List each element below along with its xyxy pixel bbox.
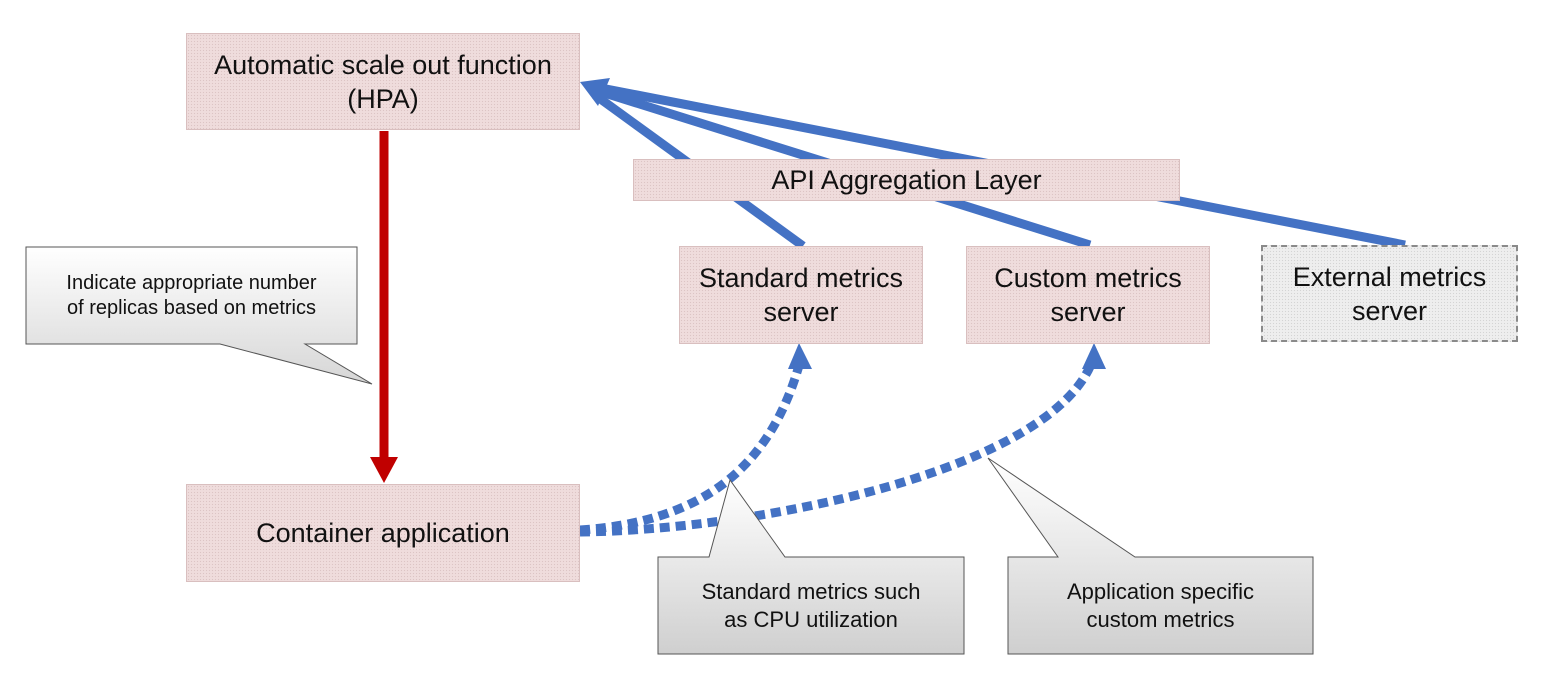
standard-dotted-arrowhead	[788, 343, 812, 369]
hpa-label-line-1: Automatic scale out function	[214, 49, 552, 80]
hpa-arrowhead	[580, 78, 610, 106]
callout-custom-text: Application specific custom metrics	[1008, 557, 1313, 654]
callout-standard-shape	[657, 478, 965, 655]
callout-replicas-line-1: Indicate appropriate number	[66, 271, 317, 294]
callout-custom-shape	[987, 457, 1314, 655]
callout-custom-line-2: custom metrics	[1086, 606, 1235, 632]
callout-custom-line-1: Application specific	[1066, 578, 1255, 604]
custom-metrics-server-box: Custom metrics server	[966, 246, 1210, 344]
external-metrics-server-box: External metrics server	[1261, 245, 1518, 342]
container-application-box: Container application	[186, 484, 580, 582]
standard-server-label-line-2: server	[763, 297, 839, 327]
custom-server-label-line-1: Custom metrics	[994, 263, 1182, 293]
callout-replicas-text: Indicate appropriate number of replicas …	[26, 247, 357, 344]
api-aggregation-layer-label: API Aggregation Layer	[771, 165, 1042, 195]
standard-metrics-server-box: Standard metrics server	[679, 246, 923, 344]
callout-standard-line-2: as CPU utilization	[724, 606, 898, 632]
hpa-box: Automatic scale out function (HPA)	[186, 33, 580, 130]
red-arrowhead	[370, 457, 398, 483]
hpa-label-line-2: (HPA)	[347, 83, 419, 114]
dotted-container-to-custom	[579, 360, 1097, 537]
custom-server-label-line-2: server	[1050, 297, 1126, 327]
blue-dotted-arrows	[579, 360, 1097, 537]
external-server-label-line-2: server	[1351, 295, 1427, 326]
external-server-label-line-1: External metrics	[1292, 261, 1487, 292]
callout-replicas-line-2: of replicas based on metrics	[66, 296, 316, 319]
callout-standard-text: Standard metrics such as CPU utilization	[658, 557, 964, 654]
container-application-label: Container application	[256, 518, 510, 548]
api-aggregation-layer-box: API Aggregation Layer	[633, 159, 1180, 201]
dotted-container-to-standard	[579, 360, 805, 535]
custom-dotted-arrowhead	[1082, 343, 1106, 369]
standard-server-label-line-1: Standard metrics	[698, 263, 904, 293]
callout-replicas-shape	[25, 246, 373, 385]
callout-standard-line-1: Standard metrics such	[701, 578, 921, 604]
